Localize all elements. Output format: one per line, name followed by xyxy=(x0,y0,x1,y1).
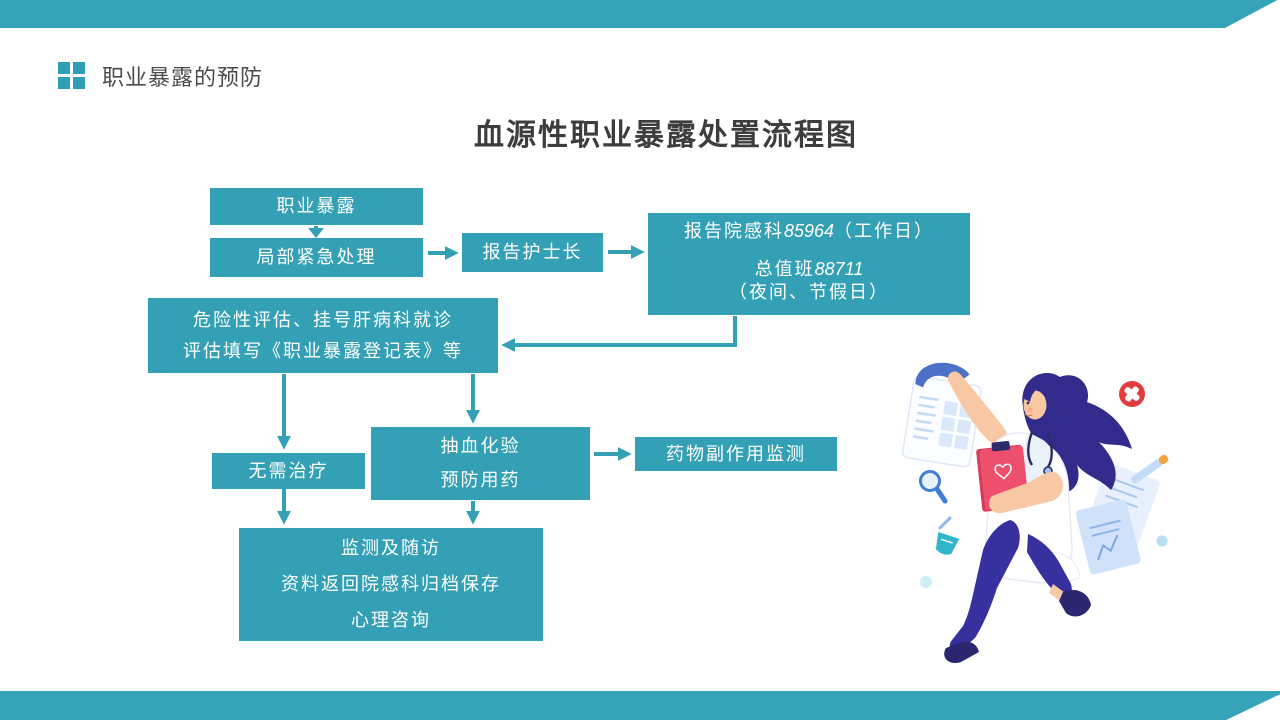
flow-box-head-nurse: 报告护士长 xyxy=(462,233,603,272)
flask-icon xyxy=(935,516,960,555)
follow-up-line1: 监测及随访 xyxy=(341,538,441,558)
dot-decoration xyxy=(920,576,932,588)
report-line1-prefix: 报告院感科 xyxy=(683,221,784,241)
report-line3: （夜间、节假日） xyxy=(729,282,889,302)
flow-box-label: 局部紧急处理 xyxy=(256,247,377,267)
assessment-line2: 评估填写《职业暴露登记表》等 xyxy=(183,340,463,361)
arrow-exposure-to-local-head xyxy=(308,228,324,238)
follow-up-line3: 心理咨询 xyxy=(351,610,431,630)
grid-square xyxy=(73,62,85,74)
flow-box-side-effect-monitoring: 药物副作用监测 xyxy=(635,437,837,471)
red-cross-badge-icon xyxy=(1119,381,1145,407)
flow-box-label: 报告护士长 xyxy=(482,242,583,262)
nurse-smile xyxy=(1024,413,1033,417)
nurse-arm-reaching xyxy=(947,371,1008,447)
report-line1-suffix: （工作日） xyxy=(834,221,935,241)
arrow-report-to-assessment xyxy=(501,316,737,352)
nurse-front-leg xyxy=(949,520,1020,652)
bottom-bar-decoration xyxy=(0,691,1280,720)
dot-decoration xyxy=(1156,535,1168,547)
nurse-arm-holding xyxy=(988,471,1063,514)
report-line2: 总值班88711 xyxy=(755,260,864,279)
nurse-back-shoe xyxy=(1059,589,1091,617)
test-tube-icon xyxy=(1131,454,1169,484)
nurse-back-leg xyxy=(1027,534,1072,596)
flow-box-no-treatment: 无需治疗 xyxy=(212,453,365,489)
nurse-blush xyxy=(1027,407,1033,413)
flow-box-report-infection-dept: 报告院感科85964（工作日） 总值班88711 （夜间、节假日） xyxy=(648,213,970,315)
nurse-eye xyxy=(1026,401,1030,405)
flow-box-label: 药物副作用监测 xyxy=(666,443,806,464)
flow-box-blood-test: 抽血化验 预防用药 xyxy=(371,427,590,500)
flow-box-follow-up: 监测及随访 资料返回院感科归档保存 心理咨询 xyxy=(239,528,543,641)
report-line2-prefix: 总值班 xyxy=(754,259,815,279)
follow-up-line2: 资料返回院感科归档保存 xyxy=(281,574,501,594)
report-line1: 报告院感科85964（工作日） xyxy=(684,222,934,241)
nurse-illustration xyxy=(902,362,1169,664)
grid-square xyxy=(58,62,70,74)
page-title: 血源性职业暴露处置流程图 xyxy=(474,119,858,152)
flow-box-label: 职业暴露 xyxy=(276,196,357,216)
top-bar-decoration xyxy=(0,0,1278,28)
section-title: 职业暴露的预防 xyxy=(102,65,264,90)
magnifier-icon xyxy=(919,470,948,504)
grid-square xyxy=(58,77,70,89)
header: 职业暴露的预防 xyxy=(58,60,263,92)
flying-paper-icon xyxy=(1075,463,1160,575)
report-line1-number: 85964 xyxy=(783,221,835,241)
nurse-hair xyxy=(1022,372,1132,492)
blood-test-line2: 预防用药 xyxy=(440,470,521,490)
flow-box-local-treatment: 局部紧急处理 xyxy=(210,238,423,277)
nurse-front-shoe xyxy=(944,641,979,664)
assessment-line1: 危险性评估、挂号肝病科就诊 xyxy=(193,309,453,330)
report-line2-number: 88711 xyxy=(814,259,864,279)
blood-test-line1: 抽血化验 xyxy=(440,436,521,456)
flow-box-exposure: 职业暴露 xyxy=(210,188,423,225)
header-grid-squares-icon xyxy=(58,62,85,90)
nurse-fringe xyxy=(1023,381,1047,402)
grid-square xyxy=(73,77,85,89)
flow-box-risk-assessment: 危险性评估、挂号肝病科就诊 评估填写《职业暴露登记表》等 xyxy=(148,298,498,373)
flow-box-label: 无需治疗 xyxy=(248,460,329,481)
